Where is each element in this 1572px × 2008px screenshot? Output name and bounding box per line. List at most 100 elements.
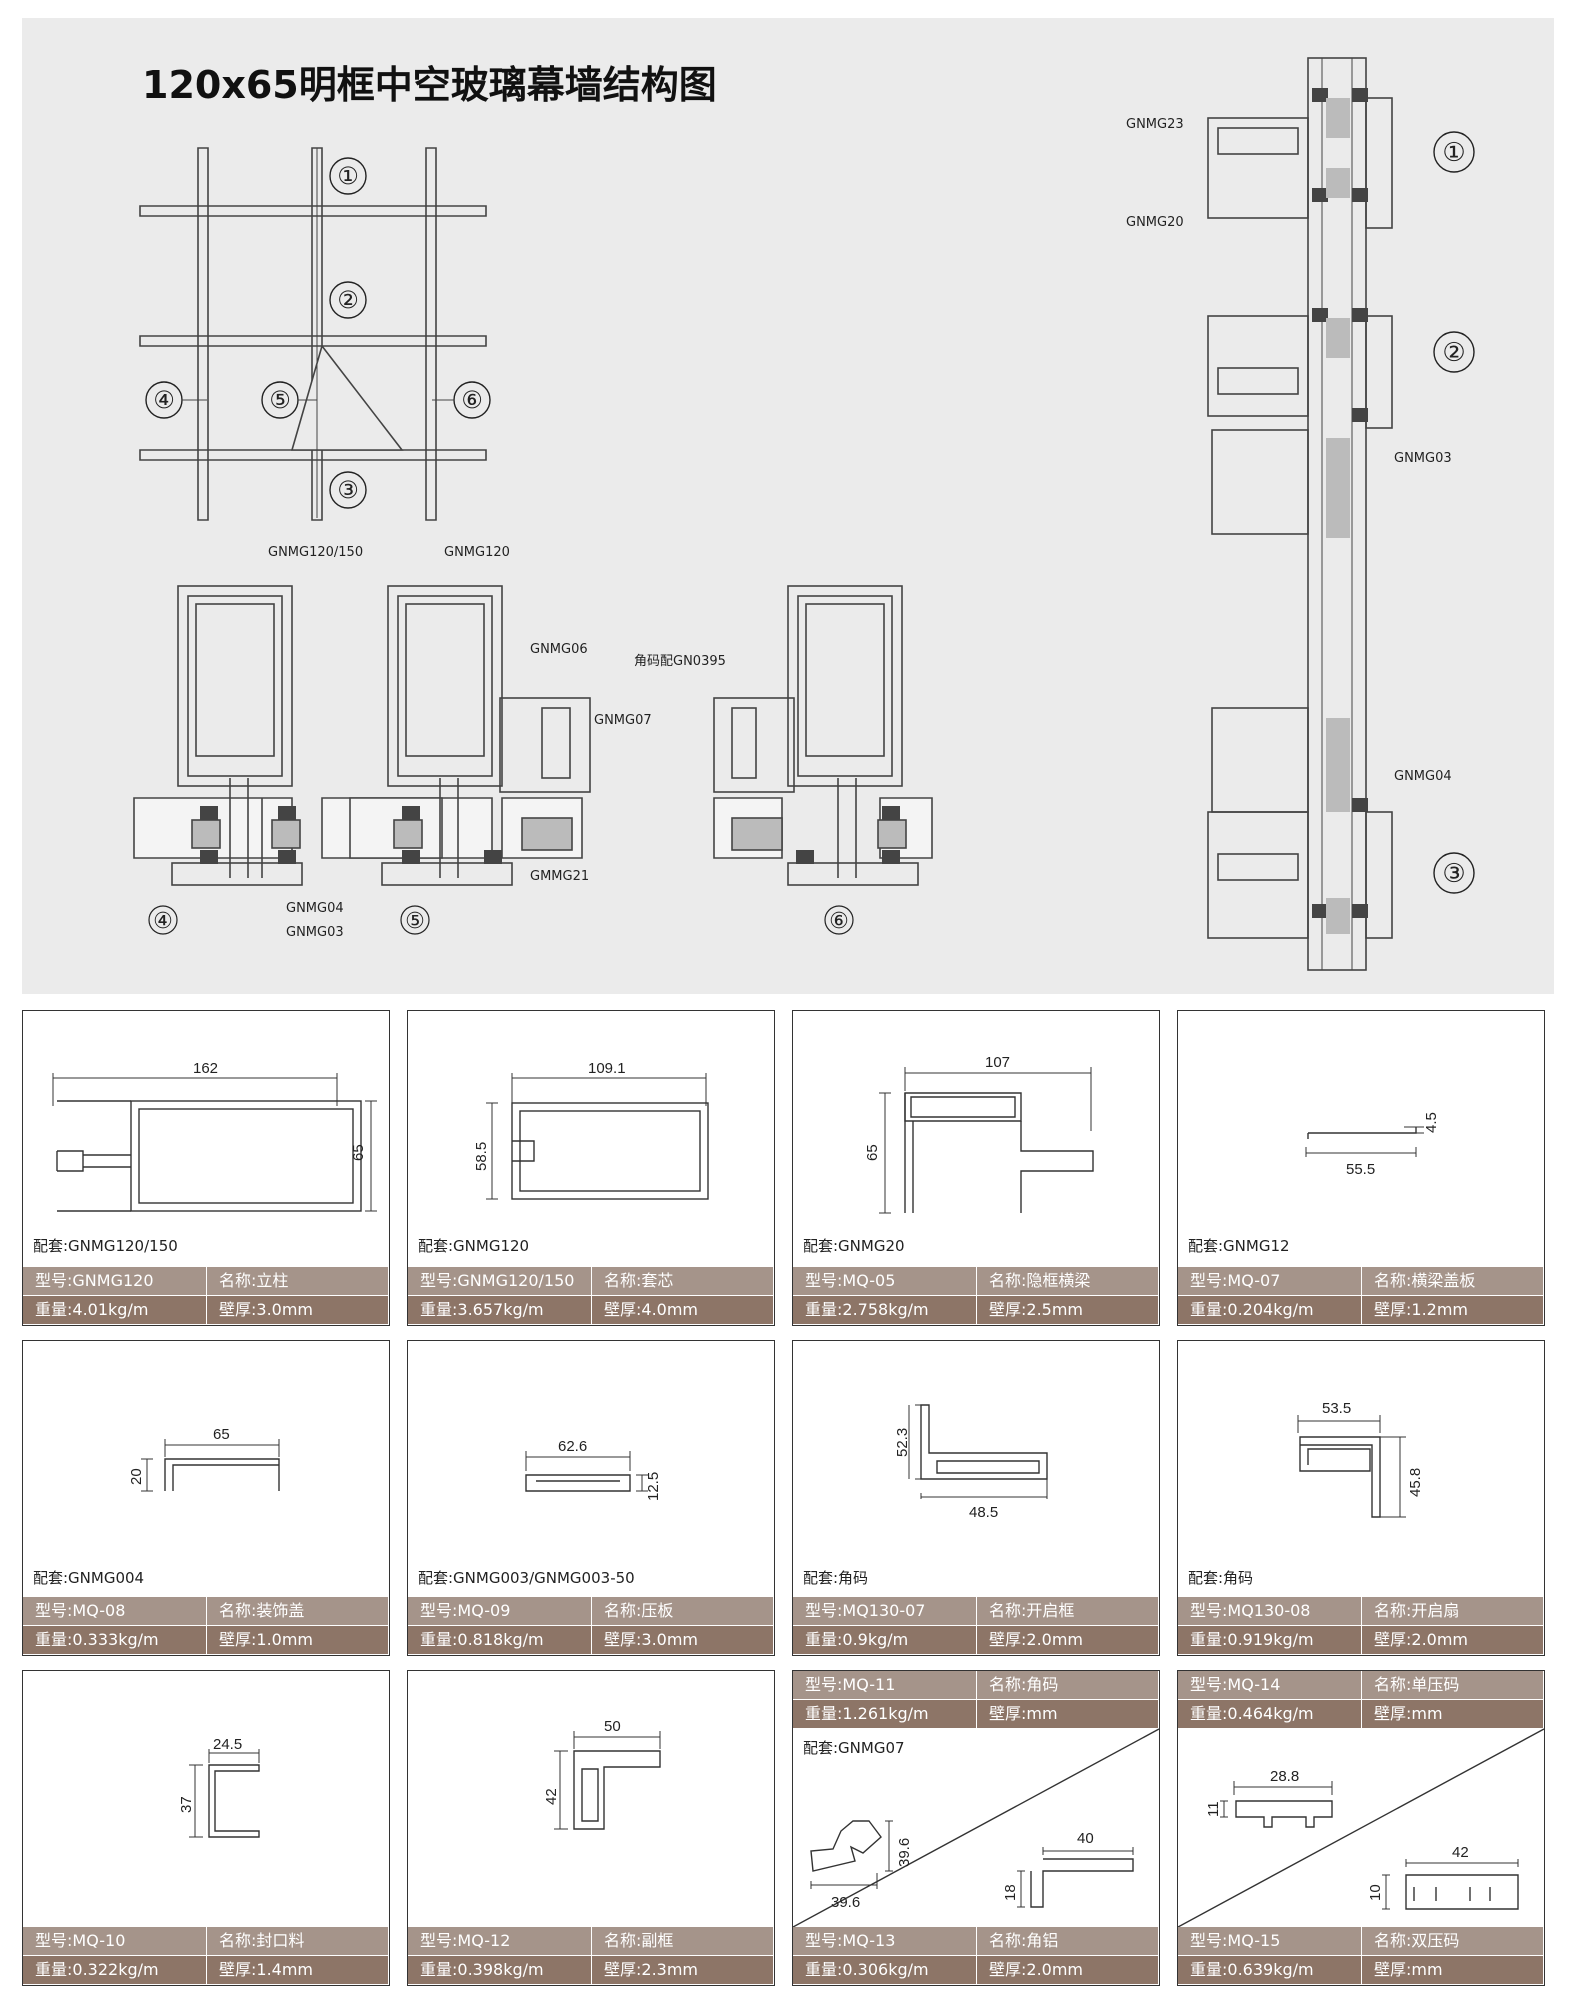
card-5-name: 名称:装饰盖 — [219, 1601, 305, 1620]
card-6-model: 型号:MQ-09 — [408, 1597, 592, 1625]
card-7-dim-height: 52.3 — [894, 1428, 911, 1457]
label-corner: 角码配GN0395 — [634, 654, 726, 669]
card-8-model: 型号:MQ130-08 — [1178, 1597, 1362, 1625]
card-2-model: 型号:GNMG120/150 — [408, 1267, 592, 1295]
card-11-model: 型号:MQ-13 — [793, 1927, 977, 1955]
marker-4: ④ — [153, 386, 175, 414]
card-1-name: 名称:立柱 — [219, 1271, 289, 1290]
card-7-model: 型号:MQ130-07 — [793, 1597, 977, 1625]
label-gnmg04: GNMG04 — [286, 901, 344, 916]
card-12-dim-b: 11 — [1205, 1801, 1222, 1817]
card-8-name: 名称:开启扇 — [1374, 1601, 1460, 1620]
card-10-name: 名称:副框 — [604, 1931, 674, 1950]
structure-diagram: 120x65明框中空玻璃幕墙结构图 ① ② ③ ④ ⑤ ⑥ — [133, 57, 1475, 971]
card-3-dim-width: 107 — [985, 1054, 1010, 1071]
card-8-weight: 重量:0.919kg/m — [1178, 1626, 1362, 1654]
card-2-matching: 配套:GNMG120 — [418, 1237, 530, 1255]
card-11-top-weight: 重量:1.261kg/m — [793, 1700, 977, 1728]
label-gmmg21: GMMG21 — [530, 869, 589, 884]
product-card-6: 62.6 12.5 配套:GNMG003/GNMG003-50 型号:MQ-09… — [407, 1340, 775, 1656]
card-2-weight: 重量:3.657kg/m — [408, 1296, 592, 1324]
card-3-matching: 配套:GNMG20 — [803, 1237, 905, 1255]
card-2-dim-width: 109.1 — [588, 1060, 626, 1077]
card-6-thickness: 壁厚:3.0mm — [604, 1630, 699, 1649]
card-6-name: 名称:压板 — [604, 1601, 674, 1620]
card-1-dim-width: 162 — [193, 1060, 218, 1077]
card-11-top-name: 名称:角码 — [989, 1675, 1059, 1694]
card-2-name: 名称:套芯 — [604, 1271, 674, 1290]
card-11-dim-b: 39.6 — [896, 1838, 913, 1867]
card-7-dim-width: 48.5 — [969, 1504, 998, 1521]
card-9-name: 名称:封口料 — [219, 1931, 305, 1950]
card-11-thickness: 壁厚:2.0mm — [989, 1960, 1084, 1979]
card-6-dim-height: 12.5 — [645, 1472, 662, 1501]
marker-5: ⑤ — [269, 386, 291, 414]
card-5-dim-width: 65 — [213, 1426, 230, 1443]
card-5-weight: 重量:0.333kg/m — [23, 1626, 207, 1654]
vertical-marker-3: ③ — [1442, 859, 1465, 889]
label-gnmg07: GNMG07 — [594, 713, 652, 728]
card-1-thickness: 壁厚:3.0mm — [219, 1300, 314, 1319]
card-7-weight: 重量:0.9kg/m — [793, 1626, 977, 1654]
page-title: 120x65明框中空玻璃幕墙结构图 — [142, 63, 717, 107]
section-6-marker: ⑥ — [829, 909, 849, 934]
card-4-dim-height: 4.5 — [1423, 1112, 1440, 1133]
section-5-drawing — [349, 585, 591, 886]
label-gnmg120: GNMG120 — [444, 545, 510, 560]
card-6-dim-width: 62.6 — [558, 1438, 587, 1455]
vertical-marker-1: ① — [1442, 138, 1465, 168]
card-12-top-weight: 重量:0.464kg/m — [1178, 1700, 1362, 1728]
card-6-weight: 重量:0.818kg/m — [408, 1626, 592, 1654]
card-1-matching: 配套:GNMG120/150 — [33, 1237, 178, 1255]
card-3-thickness: 壁厚:2.5mm — [989, 1300, 1084, 1319]
marker-1: ① — [337, 162, 359, 190]
card-11-dim-c: 40 — [1077, 1830, 1094, 1847]
card-10-dim-height: 42 — [543, 1788, 560, 1805]
card-11-matching: 配套:GNMG07 — [803, 1739, 905, 1757]
card-6-matching: 配套:GNMG003/GNMG003-50 — [418, 1569, 635, 1587]
card-4-dim-width: 55.5 — [1346, 1161, 1375, 1178]
card-3-weight: 重量:2.758kg/m — [793, 1296, 977, 1324]
card-10-weight: 重量:0.398kg/m — [408, 1956, 592, 1984]
card-7-name: 名称:开启框 — [989, 1601, 1075, 1620]
card-11-dim-a: 39.6 — [831, 1894, 860, 1911]
card-9-thickness: 壁厚:1.4mm — [219, 1960, 314, 1979]
card-12-dim-a: 28.8 — [1270, 1768, 1299, 1785]
label-gnmg20: GNMG20 — [1126, 215, 1184, 230]
card-7-matching: 配套:角码 — [803, 1569, 869, 1587]
marker-2: ② — [337, 286, 359, 314]
card-12-name: 名称:双压码 — [1374, 1931, 1460, 1950]
card-11-name: 名称:角铝 — [989, 1931, 1059, 1950]
card-8-dim-width: 53.5 — [1322, 1400, 1351, 1417]
card-12-thickness: 壁厚:mm — [1374, 1960, 1443, 1979]
vertical-marker-2: ② — [1442, 338, 1465, 368]
label-gnmg03: GNMG03 — [286, 925, 344, 940]
card-12-top-name: 名称:单压码 — [1374, 1675, 1460, 1694]
vertical-section-drawing — [1207, 57, 1393, 971]
section-4-marker: ④ — [153, 909, 173, 934]
card-8-dim-height: 45.8 — [1407, 1468, 1424, 1497]
card-4-thickness: 壁厚:1.2mm — [1374, 1300, 1469, 1319]
structure-diagram-panel: 120x65明框中空玻璃幕墙结构图 ① ② ③ ④ ⑤ ⑥ — [22, 18, 1554, 994]
label-gnmg04-right: GNMG04 — [1394, 769, 1452, 784]
card-10-dim-width: 50 — [604, 1718, 621, 1735]
card-12-dim-d: 10 — [1367, 1884, 1384, 1901]
card-5-thickness: 壁厚:1.0mm — [219, 1630, 314, 1649]
card-3-dim-height: 65 — [864, 1144, 881, 1161]
marker-3: ③ — [337, 476, 359, 504]
card-12-model: 型号:MQ-15 — [1178, 1927, 1362, 1955]
card-10-thickness: 壁厚:2.3mm — [604, 1960, 699, 1979]
card-12-top-thickness: 壁厚:mm — [1374, 1704, 1443, 1723]
label-gnmg120-150: GNMG120/150 — [268, 545, 363, 560]
